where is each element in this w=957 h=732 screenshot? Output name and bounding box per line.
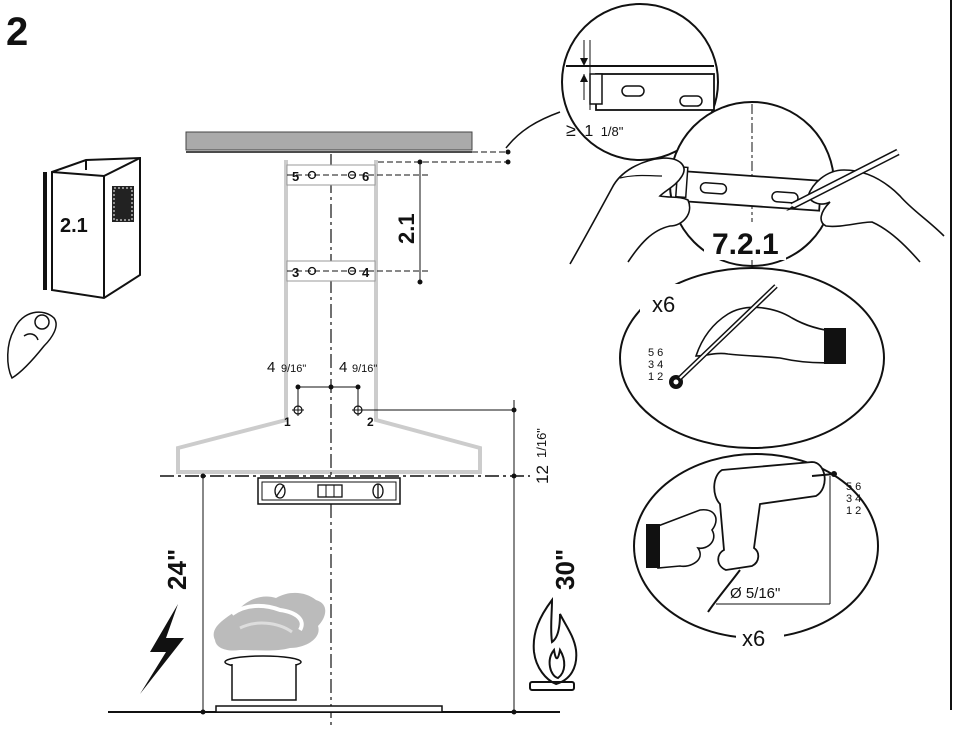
half-spacing-left: 4 [267,359,275,376]
svg-text:5 6: 5 6 [648,347,663,359]
drill-hole-list: 5 6 3 4 1 2 [846,481,861,517]
cabinet-label: 2.1 [60,215,88,237]
hole-number-5: 5 [292,169,299,184]
mark-hole-list: 5 6 3 4 1 2 [648,347,663,383]
mark-times: x6 [652,292,675,317]
svg-text:3 4: 3 4 [648,359,663,371]
bracket-marking-detail: 7.2.1 [569,101,945,267]
upper-offset-value: 12 [533,465,552,484]
detail-label: 7.2.1 [712,228,779,261]
hole-number-6: 6 [362,169,369,184]
hand-icon [7,311,57,380]
gas-height: 30" [550,549,580,590]
ceiling-bar [185,131,473,151]
spirit-level-icon [257,477,401,505]
half-spacing-right: 4 [339,359,347,376]
bracket-gap: ≥ 1 1/8" [566,120,624,140]
drilling-detail: 5 6 3 4 1 2 Ø 5/16" x6 [633,453,879,651]
dimension-upper-offset: 12 1/16" [362,400,552,484]
hole-spacing-dimension: 4 9/16" 4 9/16" 1 2 [267,359,377,429]
svg-text:1 2: 1 2 [846,505,861,517]
step-number: 2 [6,10,28,54]
drill-diameter: Ø 5/16" [730,585,780,602]
lightning-icon [140,604,184,694]
half-spacing-left-frac: 9/16" [281,363,306,375]
bracket-detail-callout [561,3,719,161]
svg-text:1 2: 1 2 [648,371,663,383]
distance-label: 2.1 [394,213,419,244]
svg-text:3 4: 3 4 [846,493,861,505]
flame-icon [529,596,578,691]
lower-holes: 3 4 [286,260,430,282]
drill-icon [646,461,837,613]
cooktop [108,705,560,713]
hole-number-4: 4 [362,265,370,280]
upper-offset-frac: 1/16" [534,428,549,458]
drill-times: x6 [742,626,765,651]
hole-number-3: 3 [292,265,299,280]
chimney-cover-illustration: 2.1 [7,156,141,380]
electric-height: 24" [162,549,192,590]
vent-grid [112,186,134,222]
pencil-icon [786,148,900,211]
callout-pointer [505,111,561,149]
half-spacing-right-frac: 9/16" [352,363,377,375]
svg-text:5 6: 5 6 [846,481,861,493]
hole-number-2: 2 [367,415,374,429]
dimension-2-1: 2.1 [394,159,423,285]
marking-holes-detail: x6 5 6 3 4 1 2 [619,267,885,449]
upper-holes: 5 6 [286,164,430,186]
template-outline [176,160,482,474]
pot-steam-icon [213,592,326,701]
hole-number-1: 1 [284,415,291,429]
